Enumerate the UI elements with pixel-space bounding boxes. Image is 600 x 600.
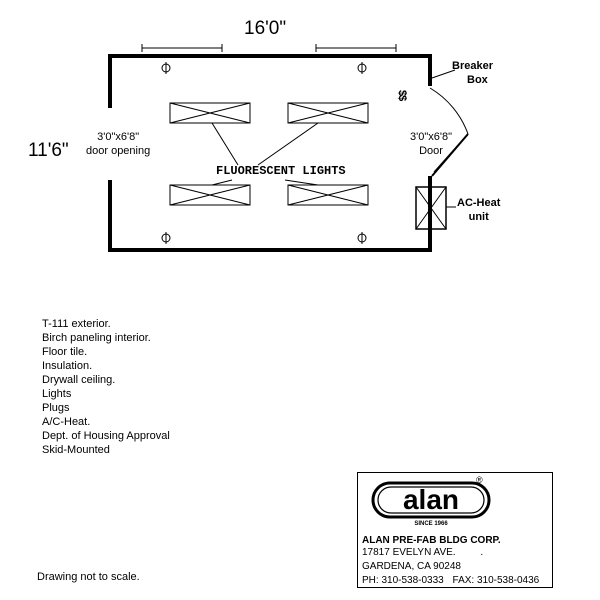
outlet-icon-top-left xyxy=(161,62,171,74)
breaker-box-icon: $$ xyxy=(396,90,408,101)
breaker-box-label-line1: Breaker xyxy=(452,60,493,72)
outlet-icon-bottom-left xyxy=(161,232,171,244)
registered-mark: ® xyxy=(476,475,483,485)
light-fixture-bottom-right xyxy=(287,184,369,206)
door-opening-label-line2: door opening xyxy=(86,145,151,157)
ac-heat-label-line1: AC-Heat xyxy=(457,197,501,209)
spec-item: Skid-Mounted xyxy=(42,444,110,456)
ac-heat-unit xyxy=(415,186,447,230)
company-street: 17817 EVELYN AVE. xyxy=(362,547,456,558)
door-opening-label-line1: 3'0"x6'8" xyxy=(97,131,140,143)
spec-item: Floor tile. xyxy=(42,346,88,358)
company-address-line2: GARDENA, CA 90248 xyxy=(362,561,461,572)
breaker-box-label: Breaker Box xyxy=(452,59,493,87)
door-opening-label: 3'0"x6'8" door opening xyxy=(86,130,150,158)
window-left xyxy=(141,44,223,52)
company-fax: FAX: 310-538-0436 xyxy=(452,575,540,586)
scale-note: Drawing not to scale. xyxy=(37,571,140,583)
company-address-line1: 17817 EVELYN AVE. . xyxy=(362,547,483,558)
spec-item: Plugs xyxy=(42,402,70,414)
spec-item: Dept. of Housing Approval xyxy=(42,430,170,442)
company-title-block: alan SINCE 1966 ® ALAN PRE-FAB BLDG CORP… xyxy=(357,472,553,588)
spec-item: Drywall ceiling. xyxy=(42,374,116,386)
spec-item: Lights xyxy=(42,388,72,400)
breaker-box-label-line2: Box xyxy=(467,74,488,86)
ac-heat-label: AC-Heat unit xyxy=(457,196,500,224)
window-right xyxy=(315,44,397,52)
company-logo: alan SINCE 1966 xyxy=(370,479,492,527)
logo-since: SINCE 1966 xyxy=(414,521,448,527)
spec-item: Birch paneling interior. xyxy=(42,332,151,344)
company-name: ALAN PRE-FAB BLDG CORP. xyxy=(362,535,501,546)
floor-plan xyxy=(108,44,469,252)
door-label-line1: 3'0"x6'8" xyxy=(410,131,452,143)
light-leader-lines xyxy=(211,122,319,186)
light-fixture-top-right xyxy=(287,102,369,124)
door-label-line2: Door xyxy=(419,145,443,157)
breaker-leader xyxy=(431,69,456,79)
height-dimension: 11'6" xyxy=(28,140,69,161)
door-label: 3'0"x6'8" Door xyxy=(410,130,452,158)
spec-item: T-111 exterior. xyxy=(42,318,111,330)
logo-wordmark: alan xyxy=(403,484,459,515)
outlet-icon-top-right xyxy=(357,62,367,74)
spec-item: Insulation. xyxy=(42,360,93,372)
company-phone: PH: 310-538-0333 xyxy=(362,575,444,586)
fluorescent-lights-label: FLUORESCENT LIGHTS xyxy=(216,164,346,178)
company-contact: PH: 310-538-0333 FAX: 310-538-0436 xyxy=(362,575,539,586)
spec-item: A/C-Heat. xyxy=(42,416,91,428)
light-fixture-bottom-left xyxy=(169,184,251,206)
door-swing xyxy=(429,87,469,177)
width-dimension: 16'0" xyxy=(244,18,287,39)
light-fixture-top-left xyxy=(169,102,251,124)
company-street-suffix: . xyxy=(480,547,484,558)
outlet-icon-bottom-right xyxy=(357,232,367,244)
ac-heat-label-line2: unit xyxy=(468,211,489,223)
specifications-list: T-111 exterior. Birch paneling interior.… xyxy=(42,317,170,457)
